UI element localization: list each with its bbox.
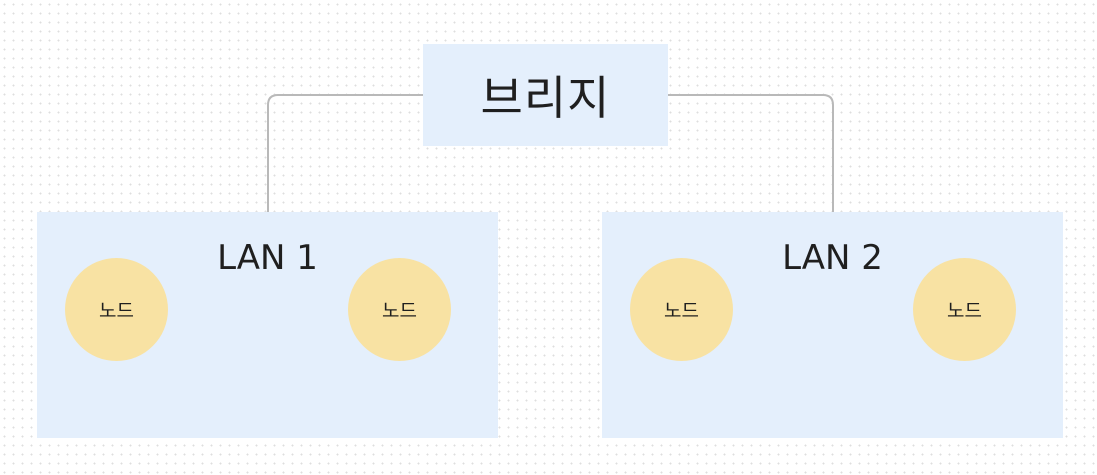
lan-2-box: LAN 2 노드 노드: [602, 212, 1063, 438]
bridge-box: 브리지: [423, 44, 668, 146]
lan-2-node-right: 노드: [913, 258, 1016, 361]
lan-1-title: LAN 1: [217, 238, 318, 278]
bridge-to-lan2-connector: [668, 94, 834, 212]
lan-1-node-right: 노드: [348, 258, 451, 361]
node-label: 노드: [947, 300, 982, 322]
lan-1-node-left: 노드: [65, 258, 168, 361]
bridge-to-lan1-connector: [267, 94, 423, 212]
node-label: 노드: [664, 300, 699, 322]
node-label: 노드: [382, 300, 417, 322]
node-label: 노드: [99, 300, 134, 322]
bridge-label: 브리지: [480, 71, 611, 125]
lan-2-node-left: 노드: [630, 258, 733, 361]
lan-2-title: LAN 2: [782, 238, 883, 278]
lan-1-box: LAN 1 노드 노드: [37, 212, 498, 438]
